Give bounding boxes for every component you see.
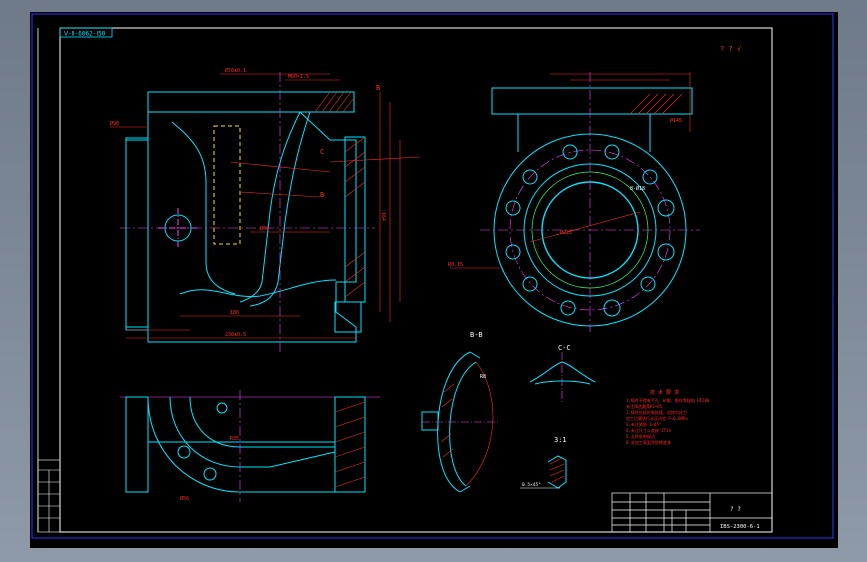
section-cc-profile	[529, 361, 596, 383]
front-dim-top: Ø76±0.1	[225, 67, 246, 74]
view-letter-b-mid: B	[320, 191, 324, 199]
front-dim-height: 164	[380, 212, 386, 221]
tech-note-1: 1.铸件不得有气孔、砂眼、裂纹等缺陷 HT200	[626, 397, 710, 403]
front-inner-curve-1	[171, 121, 236, 295]
tech-note-5: 3.未注倒角 1×45°	[626, 421, 661, 427]
bottom-arc-inner	[169, 396, 270, 468]
front-inner-curve-2	[239, 111, 301, 303]
section-cc-label: C-C	[558, 344, 571, 352]
view-letter-b-top: B	[376, 84, 380, 92]
tech-note-4: 加工后需进行水压试验 P=0.6MPa	[626, 415, 688, 421]
drawing-frame	[59, 27, 773, 533]
technical-requirements: 技 术 要 求 1.铸件不得有气孔、砂眼、裂纹等缺陷 HT200 未注铸造圆角R…	[626, 389, 710, 445]
front-bottom-curve	[179, 279, 337, 298]
side-top-flange	[491, 87, 693, 115]
drawing-code-label: Ⅴ-Ⅱ-6062-Ⅰ50	[64, 31, 106, 38]
section-bb-arc	[465, 361, 494, 487]
drawing-code-box	[59, 27, 113, 38]
front-hatch-top	[314, 91, 355, 113]
drawing-sheet: Ⅴ-Ⅱ-6062-Ⅰ50 ? ? √	[31, 13, 834, 539]
front-inner-curve-3	[249, 111, 311, 307]
detail-hatch	[549, 457, 565, 483]
section-bb-flange	[421, 411, 439, 431]
bottom-holes	[177, 402, 228, 481]
front-right-flange	[334, 301, 362, 333]
front-hidden-bore	[213, 125, 241, 245]
front-right-pipe	[344, 136, 366, 303]
bottom-hatch	[334, 401, 366, 488]
detail-scale-label: 3:1	[554, 436, 567, 444]
revision-table	[37, 459, 61, 533]
title-block	[611, 492, 773, 533]
bottom-arc-outer	[147, 396, 270, 493]
side-dim-pcd: Ø225	[560, 229, 572, 236]
section-bb-lip	[459, 351, 481, 493]
detail-dim: 0.5×45°	[522, 482, 541, 488]
view-letter-c: C	[320, 148, 324, 156]
front-dimension-lines	[110, 73, 421, 339]
bottom-view: R35 Ø56	[120, 390, 380, 502]
section-bb-dim: R8	[480, 374, 486, 380]
title-block-frame	[611, 492, 773, 533]
section-bb-label: B-B	[470, 331, 483, 339]
section-bb: B-B R8	[421, 331, 500, 493]
side-hatch	[629, 93, 683, 115]
front-dim-length: 230±0.5	[225, 332, 246, 338]
side-bolt-holes	[505, 144, 675, 317]
tech-note-2: 未注铸造圆角R3~R5	[626, 403, 663, 409]
front-dim-hole: Ø60	[260, 225, 269, 232]
front-left-flange	[125, 137, 149, 331]
tech-note-0: 技 术 要 求	[650, 389, 679, 396]
front-dim-side: M60×1.5	[288, 74, 309, 80]
side-neck	[517, 114, 651, 152]
tech-note-7: 5.去除毛刺锐边	[626, 433, 655, 439]
bottom-dim-hole: Ø56	[180, 495, 189, 502]
front-body-outline	[125, 111, 357, 343]
side-dim-hole: 8-Ø18	[630, 185, 645, 192]
sheet-border	[31, 13, 834, 539]
title-drawing-number: IBS-2300-6-1	[720, 524, 760, 530]
cad-drawing-viewport[interactable]: Ⅴ-Ⅱ-6062-Ⅰ50 ? ? √	[30, 12, 838, 548]
section-bb-inner	[449, 361, 477, 487]
front-dim-bottom: 186	[230, 310, 239, 316]
tech-note-6: 4.未注尺寸公差按 IT14	[626, 427, 671, 433]
bottom-arc-mid	[189, 396, 335, 448]
side-dim-left: R0.15	[448, 262, 463, 268]
detail-view: 3:1 0.5×45°	[520, 436, 567, 489]
title-part-name: ? ?	[730, 506, 741, 513]
bottom-left-flange	[125, 396, 149, 493]
front-dim-left: Ø90	[110, 120, 119, 127]
detail-profile	[547, 455, 567, 489]
section-cc: C-C	[529, 344, 596, 402]
tech-note-3: 2.铸件应经时效处理，消除内应力	[626, 409, 687, 415]
bottom-body-line	[148, 441, 336, 493]
side-dim-right: Ø145	[670, 117, 682, 124]
side-dimension-lines	[450, 72, 691, 269]
section-bb-hatch	[440, 383, 455, 458]
roughness-symbol: ? ? √	[720, 45, 742, 53]
front-view: Ø76±0.1 M60×1.5 230±0.5 186 164 Ø90 Ø60 …	[110, 67, 421, 352]
front-top-flange	[147, 91, 355, 113]
side-view: Ø145 Ø225 R0.15 8-Ø18	[448, 72, 700, 332]
bottom-right-flange	[334, 396, 366, 493]
section-cc-base	[534, 380, 591, 385]
tech-note-8: 6.非加工表面涂防锈底漆	[626, 439, 671, 445]
bottom-dim-radius: R35	[230, 436, 239, 442]
front-hatch-right	[344, 136, 366, 298]
